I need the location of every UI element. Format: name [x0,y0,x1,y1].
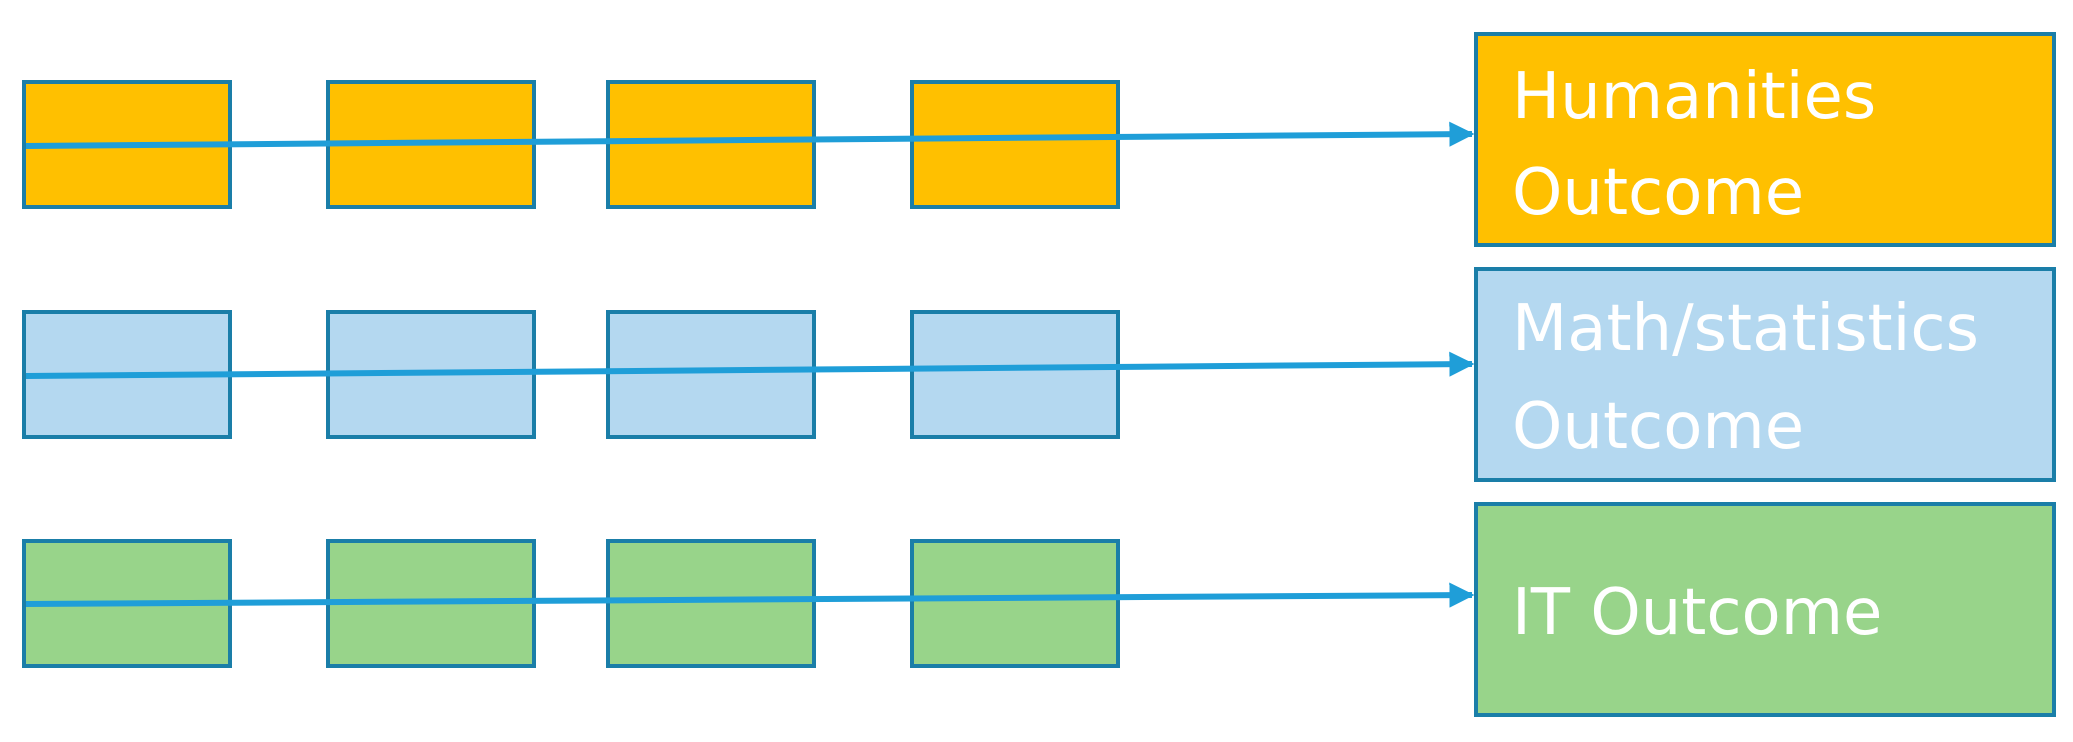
it-outcome-box [1474,502,2056,717]
humanities-outcome-box [1474,32,2056,247]
humanities-outcome-label-line1: Humanities [1512,60,1876,134]
humanities-arrow [25,121,1475,149]
it-step-4 [910,539,1120,668]
it-step-3 [606,539,816,668]
humanities-row: Humanities Outcome [22,32,2056,247]
it-outcome-label-line1: IT Outcome [1512,576,1882,650]
math-statistics-outcome-label-line1: Math/statistics [1512,292,1979,366]
it-arrow [25,582,1475,608]
humanities-step-4 [910,80,1120,209]
math-statistics-step-3 [606,310,816,439]
math-statistics-row: Math/statistics Outcome [22,267,2056,482]
it-row: IT Outcome [22,502,2056,717]
humanities-outcome-label-line2: Outcome [1512,156,1804,230]
math-statistics-step-4 [910,310,1120,439]
math-statistics-outcome-label-line2: Outcome [1512,390,1804,464]
humanities-step-3 [606,80,816,209]
math-statistics-outcome-box [1474,267,2056,482]
math-statistics-arrow [25,351,1475,379]
